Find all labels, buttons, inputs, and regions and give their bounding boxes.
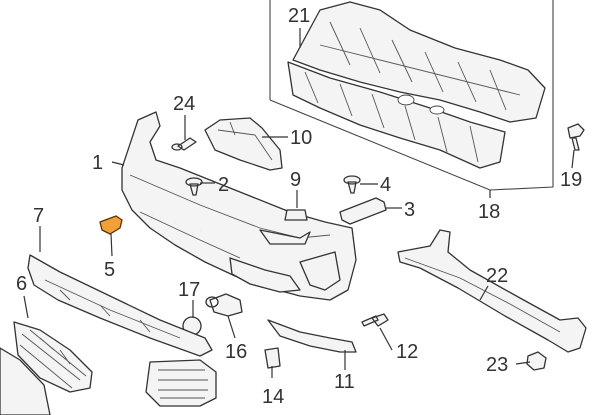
grille-6-mesh: [19, 329, 87, 389]
nut-23: [526, 351, 547, 371]
leader-16: [227, 315, 236, 339]
leader-19: [571, 149, 575, 169]
callout-17: 17: [178, 279, 200, 301]
leader-lines: [23, 28, 575, 378]
spoiler-7: [27, 254, 213, 357]
bracket-3: [339, 197, 387, 225]
highlighted-part-5: [99, 215, 123, 235]
sensor-16: [205, 293, 243, 317]
callout-5: 5: [104, 259, 115, 281]
callout-10: 10: [290, 127, 312, 149]
grille-lower: [0, 347, 51, 415]
callout-12: 12: [396, 341, 418, 363]
callout-labels: 1 2 3 4 5 6 7 9 10 11 12 14 16 17 18 19 …: [16, 5, 582, 408]
callout-9: 9: [290, 169, 301, 191]
callout-14: 14: [262, 386, 284, 408]
callout-6: 6: [16, 273, 27, 295]
callout-18: 18: [478, 201, 500, 223]
clip-4: [343, 175, 361, 194]
callout-2: 2: [218, 174, 229, 196]
grille-14-mesh: [158, 369, 208, 399]
clip-2: [185, 177, 203, 196]
bumper-intake-left: [229, 257, 301, 293]
bracket-14: [264, 347, 281, 369]
screw-24: [171, 137, 197, 151]
air-duct-detail: [217, 121, 273, 161]
bumper-intake-right: [299, 251, 341, 291]
leader-12: [379, 327, 393, 351]
spoiler-7-detail: [44, 279, 181, 339]
callout-22: 22: [486, 265, 508, 287]
fasteners: [99, 123, 585, 371]
callout-19: 19: [560, 169, 582, 191]
callout-3: 3: [404, 199, 415, 221]
leader-23: [515, 361, 531, 365]
absorber-ribs: [319, 21, 521, 111]
impact-bar-shape: [397, 229, 587, 353]
bumper-holes: [152, 213, 201, 231]
bolt-19: [567, 123, 585, 151]
callout-11: 11: [334, 371, 355, 393]
grille-14-frame: [145, 359, 217, 407]
leader-6: [23, 295, 29, 319]
absorber-hole-1: [397, 94, 415, 106]
callout-16: 16: [225, 341, 247, 363]
inset-box: [269, 0, 554, 191]
trim-11: [267, 319, 357, 353]
inset-box-group: [269, 0, 554, 191]
bumper-intake-center: [259, 229, 311, 245]
bumper-cover-shape: [121, 111, 357, 301]
air-duct: [204, 117, 283, 171]
callout-4: 4: [380, 174, 391, 196]
absorber-lower: [287, 61, 506, 169]
leader-22: [479, 285, 489, 301]
impact-bar: [397, 229, 587, 353]
absorber-upper: [292, 1, 546, 123]
callout-24: 24: [173, 93, 195, 115]
lower-parts: [0, 254, 357, 415]
callout-7: 7: [33, 205, 44, 227]
callout-23: 23: [486, 354, 508, 376]
callout-1: 1: [92, 152, 103, 174]
nut-9: [284, 209, 308, 221]
absorber-hole-2: [429, 105, 445, 115]
absorber-lower-ribs: [304, 71, 479, 163]
leader-5: [110, 233, 113, 257]
callout-21: 21: [288, 5, 310, 27]
bumper-cover-edge: [129, 174, 331, 259]
bumper-cover: [121, 111, 357, 301]
bolt-12: [361, 313, 389, 327]
leader-1: [111, 161, 125, 166]
